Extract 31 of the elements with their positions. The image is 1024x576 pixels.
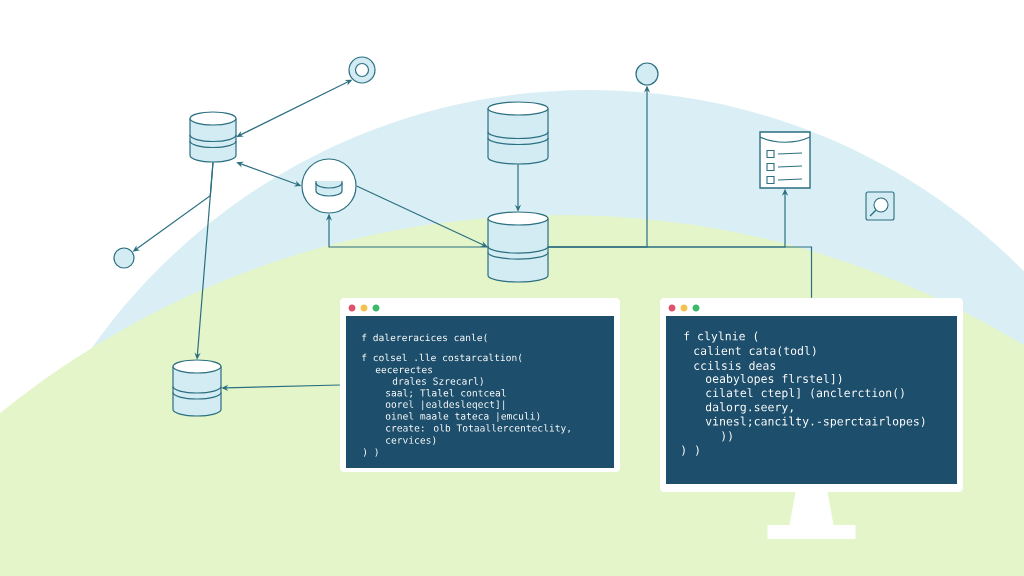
code-line: f colsel .lle costarcaltion( (362, 353, 522, 363)
code-line: dalorg.seery, (705, 402, 793, 414)
code-line: ccilsis deas (694, 360, 776, 370)
code-line: ) ) (363, 448, 378, 457)
code-line: vinesl;cancilty.-sperctairlopes) (705, 416, 925, 428)
code-line: f clylnie ( (684, 331, 758, 343)
code-line: cervices) (386, 436, 436, 445)
code-window (340, 298, 620, 472)
circle-node (301, 158, 357, 214)
checklist-document (759, 131, 811, 189)
code-line: ) ) (682, 445, 699, 456)
code-line: oeabylopes flrstel]) (706, 374, 842, 386)
code-line: create: olb Totaallercenteclity, (386, 424, 570, 434)
circle-node (348, 56, 376, 84)
code-line: oorel |ealdesleqect]| (385, 400, 505, 410)
database-cylinder (487, 211, 549, 283)
code-line: eecerectes (375, 366, 433, 374)
code-line: oinel maale tateca |emculi) (385, 412, 540, 422)
code-line: cilatel ctepl] (anclerction() (706, 388, 904, 400)
code-line: )) (722, 431, 732, 442)
computer-monitor (660, 298, 963, 539)
database-cylinder (172, 359, 222, 417)
arrow (356, 185, 488, 247)
circle-node (113, 247, 135, 269)
code-line: calient cata(todl) (694, 346, 816, 357)
database-cylinder (189, 111, 237, 163)
code-line: drales Szrecarl) (392, 377, 483, 386)
code-line: saal; Tlalel contceal (386, 389, 506, 398)
circle-node (635, 62, 659, 86)
database-cylinder (487, 101, 549, 165)
code-line: f dalereracices canle( (362, 333, 487, 343)
